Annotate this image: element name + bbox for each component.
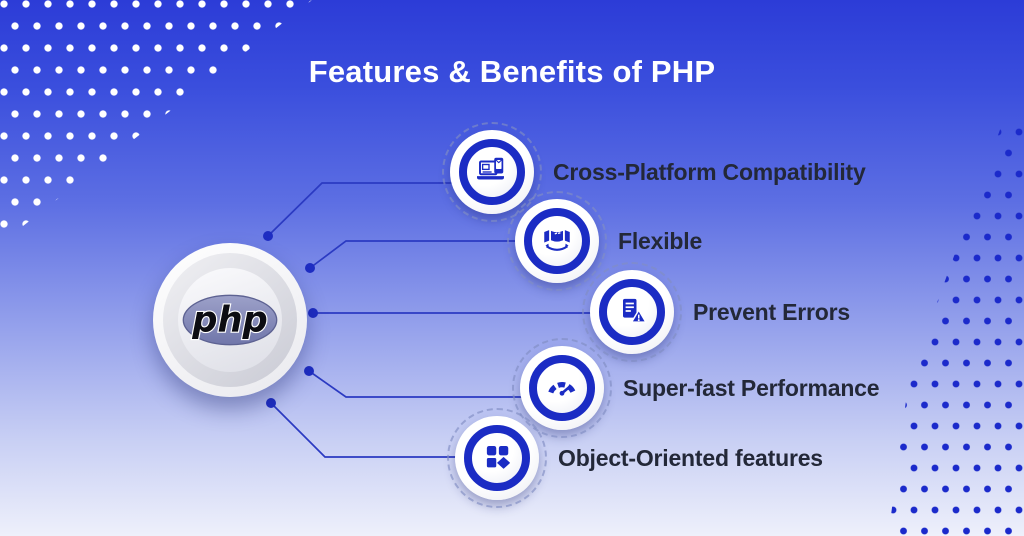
feature-item-flexible: Flexible bbox=[507, 191, 703, 291]
feature-medallion bbox=[582, 262, 682, 362]
php-logo: php bbox=[182, 294, 278, 346]
feature-medallion bbox=[507, 191, 607, 291]
feature-medallion bbox=[447, 408, 547, 508]
document-warning-icon bbox=[623, 298, 647, 323]
blue-dot-pattern bbox=[888, 128, 1024, 536]
medallion-ring bbox=[459, 139, 525, 205]
feature-label: Object-Oriented features bbox=[558, 445, 823, 471]
feature-label: Cross-Platform Compatibility bbox=[553, 159, 866, 185]
feature-medallion bbox=[512, 338, 612, 438]
feature-item-cross-platform: Cross-Platform Compatibility bbox=[442, 122, 866, 222]
modular-shapes-icon bbox=[486, 446, 510, 469]
php-hub-ring: php bbox=[163, 253, 297, 387]
feature-item-object-oriented: Object-Oriented features bbox=[447, 408, 823, 508]
php-logo-text: php bbox=[191, 299, 268, 340]
medallion-ring bbox=[524, 208, 590, 274]
page-title: Features & Benefits of PHP bbox=[308, 54, 716, 89]
feature-label: Prevent Errors bbox=[693, 299, 850, 325]
medallion-ring bbox=[529, 355, 595, 421]
feature-item-prevent-errors: Prevent Errors bbox=[582, 262, 850, 362]
medallion-ring bbox=[599, 279, 665, 345]
cross-platform-devices-icon bbox=[477, 157, 504, 180]
php-hub: php bbox=[153, 243, 307, 397]
php-hub-inner: php bbox=[178, 268, 282, 372]
white-dot-pattern bbox=[0, 0, 312, 244]
speedometer-icon bbox=[548, 382, 576, 396]
feature-label: Flexible bbox=[618, 228, 703, 254]
medallion-ring bbox=[464, 425, 530, 491]
flexible-banner-arrows-icon bbox=[544, 230, 570, 251]
feature-label: Super-fast Performance bbox=[623, 375, 880, 401]
feature-item-performance: Super-fast Performance bbox=[512, 338, 880, 438]
feature-medallion bbox=[442, 122, 542, 222]
